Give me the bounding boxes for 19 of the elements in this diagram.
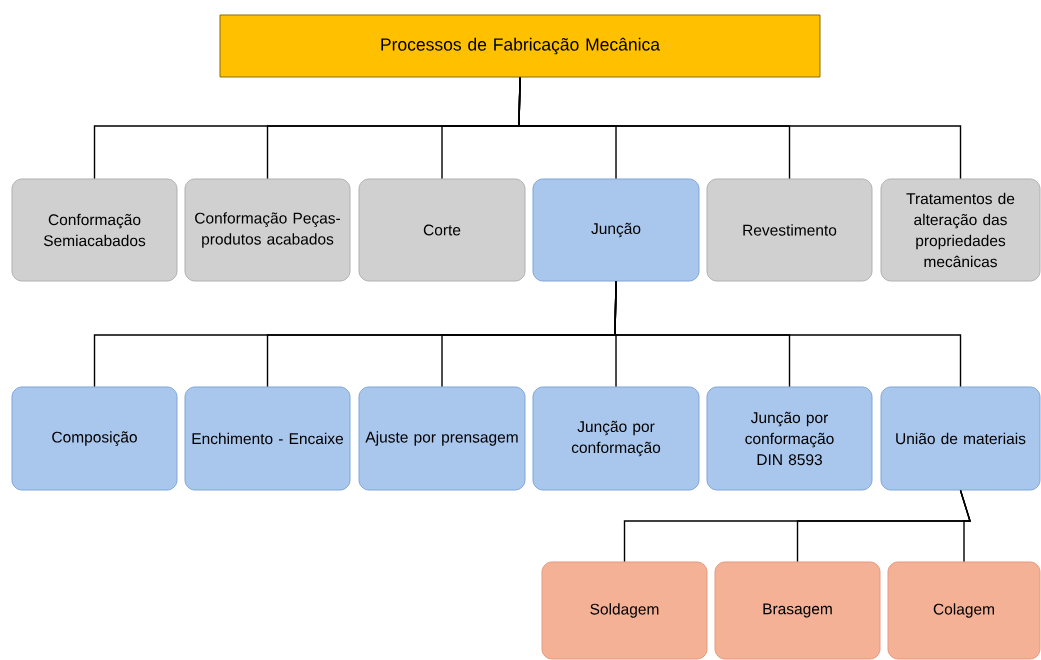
process-box: Junção por conformação xyxy=(532,386,700,491)
process-box: Corte xyxy=(358,178,526,282)
connector-line xyxy=(614,280,962,388)
process-box: Conformação Semiacabados xyxy=(11,178,178,282)
process-box: Ajuste por prensagem xyxy=(358,386,526,491)
process-box: União de materiais xyxy=(880,386,1041,491)
process-box: Composição xyxy=(11,386,178,491)
connector-line xyxy=(518,76,962,180)
process-box: Soldagem xyxy=(541,561,708,660)
process-box: Brasagem xyxy=(714,561,881,660)
process-box: Junção por conformação DIN 8593 xyxy=(706,386,873,491)
process-box: Junção xyxy=(532,178,700,282)
process-box: Tratamentos de alteração das propriedades mecânicas xyxy=(880,178,1041,282)
process-box: Colagem xyxy=(887,561,1041,660)
process-box: Revestimento xyxy=(706,178,873,282)
title-box: Processos de Fabricação Mecânica xyxy=(219,14,821,78)
connector-line xyxy=(959,489,971,563)
process-box: Conformação Peças-produtos acabados xyxy=(184,178,351,282)
process-box: Enchimento - Encaixe xyxy=(184,386,351,491)
